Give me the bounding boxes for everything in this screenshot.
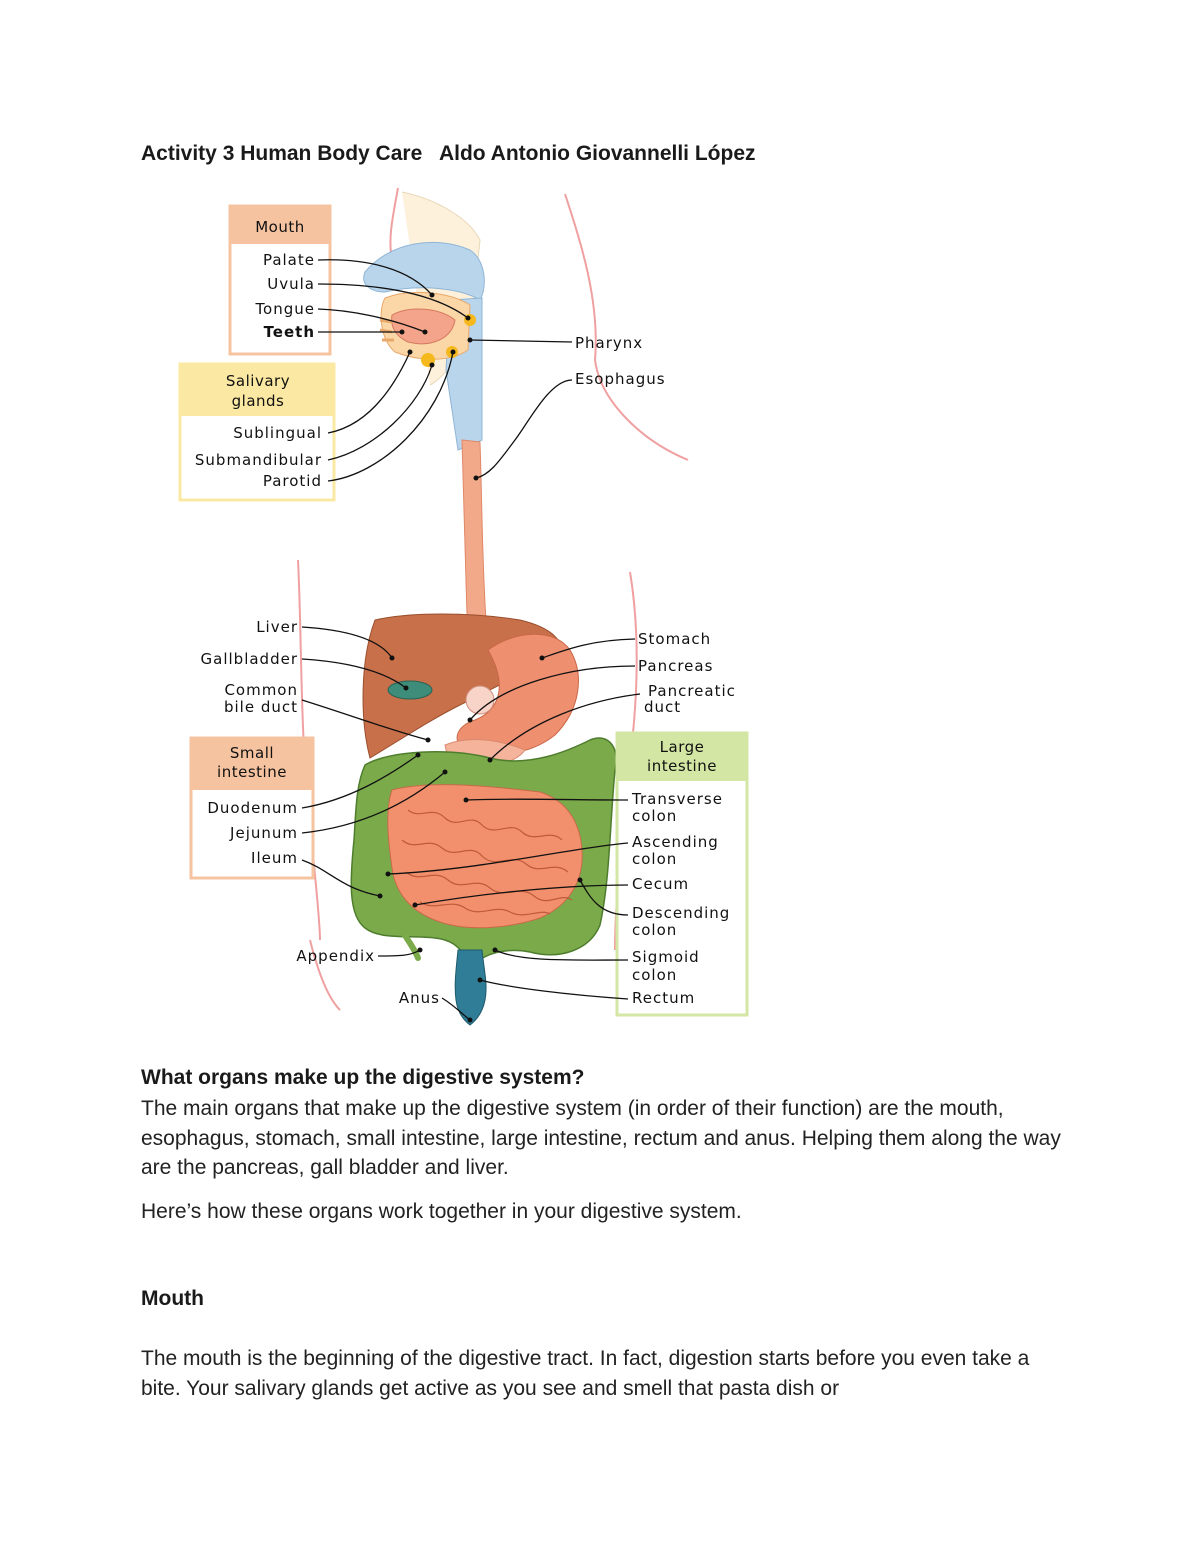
leader-dots <box>377 292 583 1023</box>
label-ascending-2: colon <box>632 850 677 868</box>
label-esophagus: Esophagus <box>575 370 666 388</box>
question-heading: What organs make up the digestive system… <box>141 1066 585 1089</box>
label-descending-1: Descending <box>632 904 730 922</box>
salivary-glands-group: Salivary glands Sublingual Submandibular… <box>178 362 336 502</box>
label-palate: Palate <box>263 251 315 269</box>
label-cecum: Cecum <box>632 875 689 893</box>
digestive-system-svg: Mouth Palate Uvula Tongue Teeth Salivary… <box>178 187 749 1026</box>
label-sigmoid-1: Sigmoid <box>632 948 700 966</box>
label-gallbladder: Gallbladder <box>201 650 298 668</box>
label-ileum: Ileum <box>251 849 298 867</box>
small-intestine-header-2: intestine <box>217 763 287 781</box>
label-transverse-2: colon <box>632 807 677 825</box>
head-shape <box>363 191 485 451</box>
digestive-system-diagram: Mouth Palate Uvula Tongue Teeth Salivary… <box>170 180 770 1030</box>
section-heading-mouth: Mouth <box>141 1287 204 1310</box>
label-appendix: Appendix <box>296 947 375 965</box>
leader-lines <box>301 259 641 1021</box>
large-intestine-header-1: Large <box>660 738 705 756</box>
paragraph-mouth: The mouth is the beginning of the digest… <box>141 1347 1030 1400</box>
rectum-shape <box>454 949 487 1026</box>
label-parotid: Parotid <box>263 472 322 490</box>
label-ascending-1: Ascending <box>632 833 719 851</box>
label-rectum: Rectum <box>632 989 695 1007</box>
mouth-group: Mouth Palate Uvula Tongue Teeth <box>228 204 332 356</box>
large-intestine-group: Large intestine Transverse colon Ascendi… <box>615 731 749 1017</box>
label-pancreas: Pancreas <box>638 657 713 675</box>
label-descending-2: colon <box>632 921 677 939</box>
label-sigmoid-2: colon <box>632 966 677 984</box>
appendix-shape <box>397 925 421 961</box>
mouth-header: Mouth <box>255 218 305 236</box>
document-title: Activity 3 Human Body Care Aldo Antonio … <box>141 142 756 165</box>
label-liver: Liver <box>256 618 298 636</box>
label-sublingual: Sublingual <box>233 424 322 442</box>
label-duodenum: Duodenum <box>207 799 298 817</box>
large-intestine-header-2: intestine <box>647 757 717 775</box>
label-jejunum: Jejunum <box>229 824 298 842</box>
label-submandibular: Submandibular <box>195 451 322 469</box>
label-transverse-1: Transverse <box>631 790 723 808</box>
label-tongue: Tongue <box>254 300 315 318</box>
salivary-header-2: glands <box>232 392 285 410</box>
label-common-bile-duct-1: Common <box>224 681 298 699</box>
salivary-header-1: Salivary <box>226 372 290 390</box>
small-intestine-header-1: Small <box>230 744 274 762</box>
label-pancreatic-duct-1: Pancreatic <box>648 682 736 700</box>
paragraph-organs: The main organs that make up the digesti… <box>141 1097 1061 1179</box>
intestine-folds <box>401 809 573 916</box>
label-pancreatic-duct-2: duct <box>644 698 681 716</box>
label-stomach: Stomach <box>638 630 711 648</box>
label-anus: Anus <box>399 989 440 1007</box>
label-teeth: Teeth <box>264 323 315 341</box>
gallbladder-shape <box>387 680 433 700</box>
small-intestine-group: Small intestine Duodenum Jejunum Ileum <box>189 736 315 880</box>
label-common-bile-duct-2: bile duct <box>224 698 298 716</box>
label-uvula: Uvula <box>267 275 315 293</box>
paragraph-intro: Here’s how these organs work together in… <box>141 1200 742 1223</box>
label-pharynx: Pharynx <box>575 334 643 352</box>
